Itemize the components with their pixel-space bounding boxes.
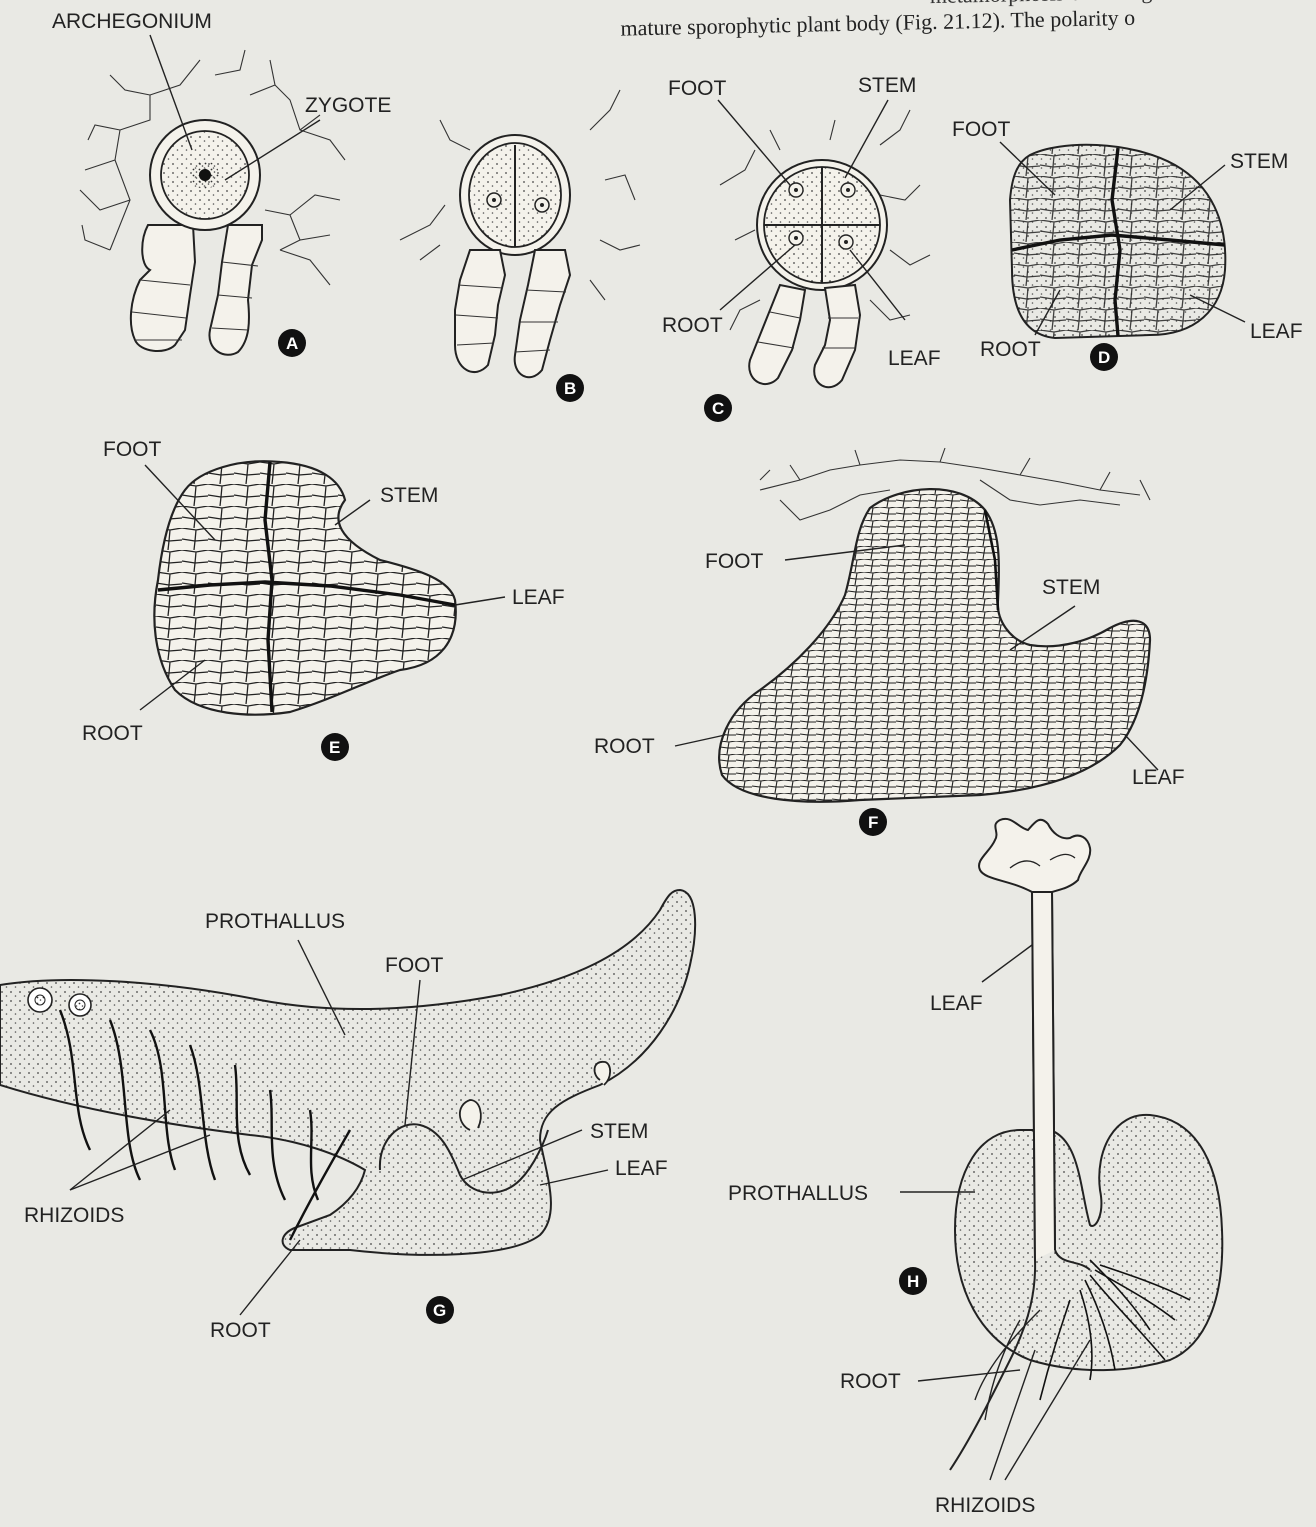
label-g-prothallus: PROTHALLUS bbox=[205, 910, 345, 933]
h-leaf-leader bbox=[982, 945, 1032, 982]
g-rhizoids-leader-1 bbox=[70, 1110, 170, 1190]
label-zygote-a: ZYGOTE bbox=[305, 94, 391, 117]
leaf-blade-h bbox=[979, 819, 1090, 892]
panel-b: B bbox=[400, 90, 640, 402]
h-root-leader bbox=[918, 1370, 1020, 1381]
label-g-leaf: LEAF bbox=[615, 1157, 668, 1180]
prothallus-g bbox=[0, 890, 695, 1255]
label-e-stem: STEM bbox=[380, 484, 438, 507]
panel-d: FOOT STEM ROOT LEAF D bbox=[952, 118, 1303, 371]
label-g-root: ROOT bbox=[210, 1319, 271, 1342]
h-rhizoids-leader-1 bbox=[990, 1350, 1035, 1480]
panel-h: LEAF PROTHALLUS ROOT RHIZOIDS H bbox=[728, 819, 1222, 1517]
badge-a-text: A bbox=[286, 334, 298, 353]
label-e-leaf: LEAF bbox=[512, 586, 565, 609]
panel-g: PROTHALLUS FOOT STEM LEAF RHIZOIDS ROOT … bbox=[0, 890, 695, 1342]
label-c-root: ROOT bbox=[662, 314, 723, 337]
label-g-stem: STEM bbox=[590, 1120, 648, 1143]
label-f-stem: STEM bbox=[1042, 576, 1100, 599]
panel-a: ARCHEGONIUM ZYGOTE A bbox=[52, 10, 391, 357]
badge-f-text: F bbox=[868, 813, 878, 832]
f-stem-leader bbox=[1010, 606, 1075, 650]
f-root-leader bbox=[675, 735, 725, 746]
badge-h-text: H bbox=[907, 1272, 919, 1291]
label-e-foot: FOOT bbox=[103, 438, 161, 461]
label-f-root: ROOT bbox=[594, 735, 655, 758]
label-c-leaf: LEAF bbox=[888, 347, 941, 370]
label-c-foot: FOOT bbox=[668, 77, 726, 100]
panel-e: FOOT STEM LEAF ROOT E bbox=[82, 438, 565, 761]
label-h-prothallus: PROTHALLUS bbox=[728, 1182, 868, 1205]
label-h-rhizoids: RHIZOIDS bbox=[935, 1494, 1035, 1517]
f-leaf-leader bbox=[1125, 735, 1158, 770]
g-rhizoids-leader-2 bbox=[70, 1135, 210, 1190]
badge-c-text: C bbox=[712, 399, 724, 418]
label-f-leaf: LEAF bbox=[1132, 766, 1185, 789]
e-leaf-leader bbox=[455, 597, 505, 605]
label-c-stem: STEM bbox=[858, 74, 916, 97]
g-leaf-leader bbox=[540, 1170, 608, 1185]
badge-e-text: E bbox=[329, 738, 340, 757]
label-h-leaf: LEAF bbox=[930, 992, 983, 1015]
label-archegonium: ARCHEGONIUM bbox=[52, 10, 212, 33]
label-h-root: ROOT bbox=[840, 1370, 901, 1393]
label-f-foot: FOOT bbox=[705, 550, 763, 573]
panel-c: FOOT STEM ROOT LEAF C bbox=[662, 74, 941, 422]
label-e-root: ROOT bbox=[82, 722, 143, 745]
label-d-stem: STEM bbox=[1230, 150, 1288, 173]
label-g-foot: FOOT bbox=[385, 954, 443, 977]
c-foot-leader bbox=[718, 100, 790, 185]
label-d-root: ROOT bbox=[980, 338, 1041, 361]
prothallus-h bbox=[955, 1115, 1222, 1370]
label-g-rhizoids: RHIZOIDS bbox=[24, 1204, 124, 1227]
label-d-leaf: LEAF bbox=[1250, 320, 1303, 343]
g-root-leader bbox=[240, 1240, 300, 1315]
c-stem-leader bbox=[845, 100, 888, 178]
label-d-foot: FOOT bbox=[952, 118, 1010, 141]
badge-g-text: G bbox=[433, 1301, 446, 1320]
badge-b-text: B bbox=[564, 379, 576, 398]
badge-d-text: D bbox=[1098, 348, 1110, 367]
panel-f: FOOT STEM ROOT LEAF F bbox=[594, 448, 1185, 836]
